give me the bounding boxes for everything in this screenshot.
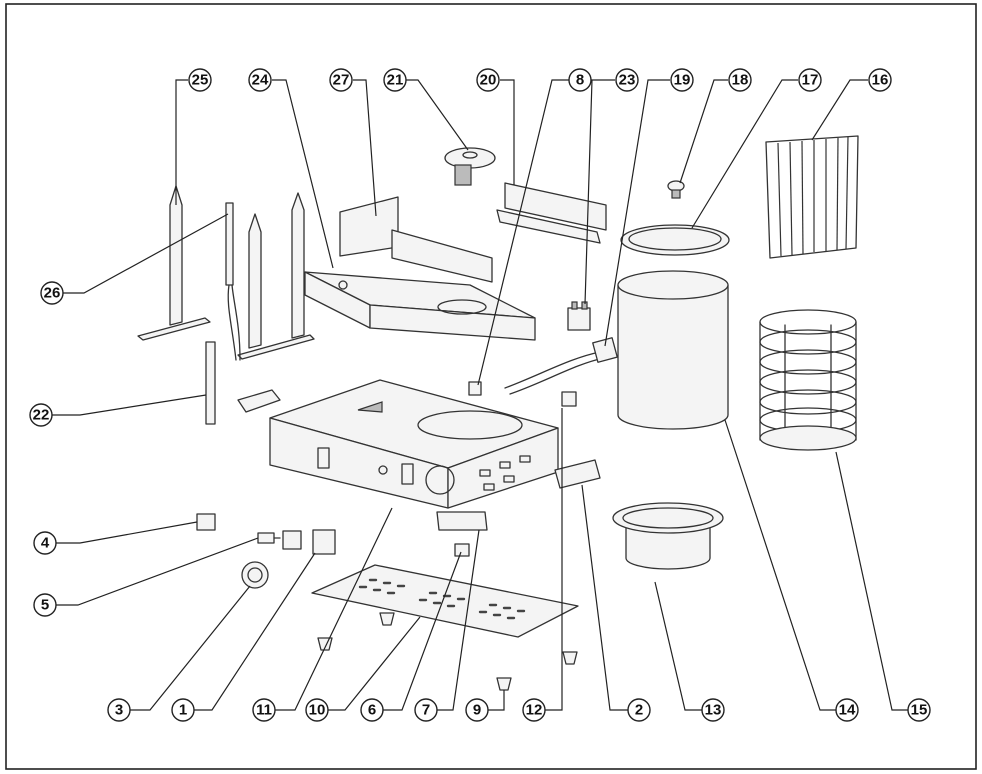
indicator-part	[561, 391, 577, 407]
callout-badge: 13	[701, 698, 725, 722]
callout-label: 7	[422, 702, 430, 719]
heat-strip-part	[205, 341, 216, 425]
callout-label: 9	[473, 702, 481, 719]
connector-part	[454, 543, 470, 557]
rocker-switch-part	[196, 513, 216, 531]
diagram-border	[5, 3, 977, 770]
top-bracket-part	[496, 182, 607, 244]
callout-label: 2	[635, 702, 643, 719]
callout-badge: 24	[248, 68, 272, 92]
cylinder-drum-part	[617, 270, 729, 430]
callout-badge: 12	[522, 698, 546, 722]
callout-label: 12	[526, 702, 543, 719]
callout-label: 5	[41, 597, 49, 614]
indicator-lamp-part	[257, 532, 281, 544]
power-cord-part	[504, 337, 618, 395]
bottom-plate-part	[311, 564, 579, 638]
callout-label: 27	[333, 72, 350, 89]
thermostat-part	[567, 301, 591, 331]
bowl-part	[612, 502, 724, 570]
callout-label: 3	[115, 702, 123, 719]
callout-label: 21	[387, 72, 404, 89]
callout-badge: 20	[476, 68, 500, 92]
callout-badge: 8	[568, 68, 592, 92]
callout-label: 17	[802, 72, 819, 89]
left-clip-part	[237, 389, 281, 413]
callout-label: 15	[911, 702, 928, 719]
callout-badge: 21	[383, 68, 407, 92]
callout-badge: 10	[305, 698, 329, 722]
callout-label: 20	[480, 72, 497, 89]
callout-badge: 22	[29, 403, 53, 427]
callout-badge: 1	[171, 698, 195, 722]
callout-label: 23	[619, 72, 636, 89]
callout-label: 25	[192, 72, 209, 89]
wire-basket-part	[759, 309, 857, 451]
lid-ring-part	[620, 224, 730, 256]
callout-badge: 25	[188, 68, 212, 92]
callout-label: 16	[872, 72, 889, 89]
callout-label: 26	[44, 285, 61, 302]
foot-part	[496, 677, 512, 691]
timer-part	[312, 529, 336, 555]
foot-part	[562, 651, 578, 665]
callout-label: 10	[309, 702, 326, 719]
knob-cap-part	[444, 147, 496, 186]
stand-spikes-part	[137, 185, 315, 360]
callout-label: 6	[368, 702, 376, 719]
base-housing-part	[269, 379, 559, 509]
callout-badge: 11	[252, 698, 276, 722]
micro-switch-part	[468, 381, 482, 396]
callout-label: 4	[41, 535, 50, 552]
rear-shield-part	[339, 196, 493, 283]
callout-badge: 15	[907, 698, 931, 722]
sensor-rod-part	[225, 202, 241, 361]
callout-badge: 3	[107, 698, 131, 722]
bottom-clip-part	[436, 511, 488, 531]
callout-badge: 4	[33, 531, 57, 555]
callout-label: 1	[179, 702, 187, 719]
callout-badge: 27	[329, 68, 353, 92]
callout-label: 19	[674, 72, 691, 89]
lid-knob-part	[667, 180, 685, 199]
foot-part	[379, 612, 395, 626]
callout-badge: 16	[868, 68, 892, 92]
callout-badge: 7	[414, 698, 438, 722]
callout-badge: 9	[465, 698, 489, 722]
callout-badge: 19	[670, 68, 694, 92]
wire-grill-part	[765, 135, 859, 259]
callout-badge: 2	[627, 698, 651, 722]
callout-badge: 6	[360, 698, 384, 722]
power-switch-part	[282, 530, 302, 550]
callout-label: 8	[576, 72, 584, 89]
callout-badge: 23	[615, 68, 639, 92]
callout-badge: 5	[33, 593, 57, 617]
callout-label: 11	[256, 702, 272, 719]
control-knob-part	[241, 561, 269, 589]
callout-label: 13	[705, 702, 722, 719]
callout-badge: 17	[798, 68, 822, 92]
callout-badge: 26	[40, 281, 64, 305]
callout-badge: 18	[728, 68, 752, 92]
leader-lines	[52, 79, 908, 711]
chassis-frame-part	[304, 271, 536, 341]
callout-label: 14	[839, 702, 856, 719]
callout-badge: 14	[835, 698, 859, 722]
callout-label: 24	[252, 72, 269, 89]
right-clip-part	[554, 459, 601, 489]
callout-label: 22	[33, 407, 50, 424]
callout-label: 18	[732, 72, 749, 89]
